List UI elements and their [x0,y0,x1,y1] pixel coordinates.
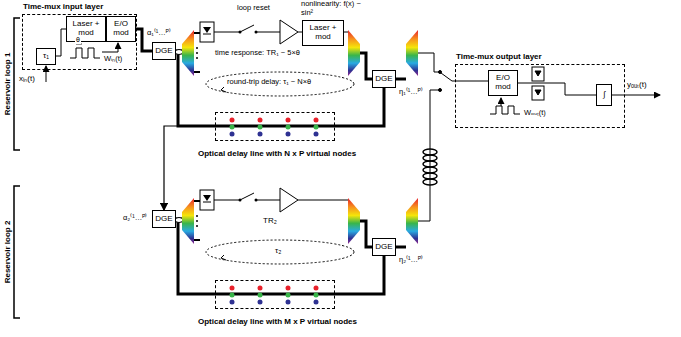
delay-line-group: Optical delay line with M x P virtual no… [198,280,352,326]
box-label: Laser + mod [67,20,105,38]
signal-label: α₁⁽¹…ᴾ⁾ [146,29,172,38]
dashed-outline [215,112,335,141]
box-label: DGE [375,75,392,84]
loop-title: Reservoir loop 2 [3,220,12,285]
signal-label: η₂⁽¹…ᴾ⁾ [398,256,424,265]
integrator-box: ∫ [596,84,612,106]
signal-label: yₒᵤₜ(t) [626,80,648,89]
signal-label: η₁⁽¹…ᴾ⁾ [398,88,424,97]
signal-label: Wᵢₙ(t) [103,55,123,64]
reservoir-loop [14,186,418,318]
eo-modulator: E/O mod [106,16,136,42]
connector [164,126,198,210]
dge-box: DGE [372,238,396,256]
box-label: DGE [155,47,172,56]
signal-label: TR₂ [262,216,278,225]
box-label: ∫ [603,91,605,100]
laser-modulator: Laser + mod [66,16,106,42]
box-label: Laser + mod [303,24,343,42]
dge-box: DGE [372,70,396,88]
delay-line-group: Optical delay line with N x P virtual no… [198,112,352,158]
group-heading: Time-mux input layer [22,2,104,11]
delay-box: τ₁ [36,48,56,65]
signal-label: xᵢₙ(t) [18,74,36,83]
signal-label: α₂⁽¹…ᴾ⁾ [122,214,148,223]
signal-label: τ₂ [274,246,282,255]
signal-label: time response: TR₁ ~ 5×θ [214,49,301,58]
signal-label: Wₒᵤₜ(t) [523,109,547,118]
box-label: DGE [155,215,172,224]
connector [518,83,596,95]
box-label: E/O mod [489,74,517,92]
dge-box: DGE [152,42,176,60]
eo-modulator: E/O mod [488,70,518,96]
signal-label: round-trip delay: τ₁ ~ N×θ [226,78,312,87]
box-label: τ₁ [43,52,49,61]
group-heading: Time-mux output layer [455,52,543,61]
signal-label: nonlinearity: f(x) ~ sin² [300,0,364,17]
signal-label: loop reset [236,4,271,13]
laser-modulator: Laser + mod [302,20,344,46]
signal-label: θ [75,36,81,44]
group-heading: Optical delay line with M x P virtual no… [198,317,352,326]
box-label: E/O mod [107,20,135,38]
dge-box: DGE [152,210,176,228]
group-heading: Optical delay line with N x P virtual no… [198,149,352,158]
loop-title: Reservoir loop 1 [3,52,12,117]
box-label: DGE [375,243,392,252]
reservoir-loop [14,18,418,150]
dashed-outline [215,280,335,309]
output-wiring [418,53,660,221]
